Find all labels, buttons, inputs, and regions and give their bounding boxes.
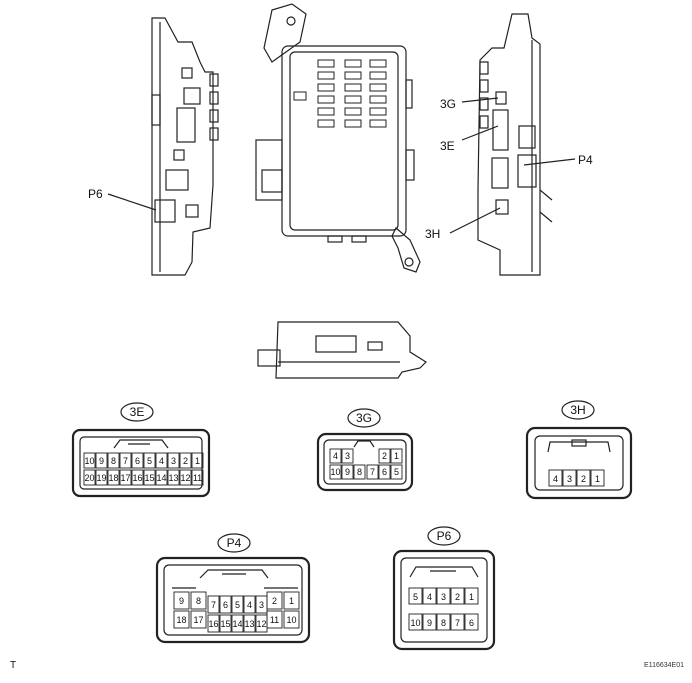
pin-number: 7 bbox=[211, 600, 216, 610]
pin-number: 6 bbox=[135, 456, 140, 466]
connector-p6 bbox=[392, 526, 496, 651]
connector-p4 bbox=[155, 533, 311, 644]
pin-number: 1 bbox=[469, 592, 474, 602]
pin-number: 8 bbox=[196, 596, 201, 606]
connector-3e-tag: 3E bbox=[130, 405, 145, 419]
connector-3e bbox=[71, 402, 211, 498]
pin-number: 9 bbox=[99, 456, 104, 466]
pin-number: 5 bbox=[394, 467, 399, 477]
left-side-view bbox=[107, 17, 219, 276]
pin-number: 8 bbox=[111, 456, 116, 466]
connector-tag-oval bbox=[427, 526, 461, 546]
pin-number: 2 bbox=[382, 451, 387, 461]
pin-number: 2 bbox=[183, 456, 188, 466]
pin-number: 2 bbox=[272, 596, 277, 606]
callout-3h: 3H bbox=[425, 227, 440, 241]
pin-number: 2 bbox=[455, 592, 460, 602]
pin-number: 9 bbox=[179, 596, 184, 606]
pin-number: 5 bbox=[147, 456, 152, 466]
connector-tag-oval bbox=[347, 408, 381, 428]
pin-number: 6 bbox=[223, 600, 228, 610]
front-view bbox=[255, 3, 421, 273]
pin-number: 9 bbox=[345, 467, 350, 477]
pin-number: 5 bbox=[413, 592, 418, 602]
pin-number: 4 bbox=[553, 474, 558, 484]
pin-number: 1 bbox=[195, 456, 200, 466]
pin-number: 10 bbox=[84, 456, 94, 466]
pin-number: 2 bbox=[581, 474, 586, 484]
pin-number: 15 bbox=[144, 473, 154, 483]
pin-number: 17 bbox=[193, 615, 203, 625]
pin-number: 12 bbox=[180, 473, 190, 483]
figure-id: E116634E01 bbox=[644, 662, 684, 669]
pin-number: 3 bbox=[441, 592, 446, 602]
pin-number: 4 bbox=[247, 600, 252, 610]
pin-number: 14 bbox=[232, 619, 242, 629]
callout-p4: P4 bbox=[578, 153, 593, 167]
pin-number: 19 bbox=[96, 473, 106, 483]
right-side-view bbox=[449, 13, 576, 276]
pin-number: 8 bbox=[441, 618, 446, 628]
pin-number: 4 bbox=[333, 451, 338, 461]
pin-number: 13 bbox=[168, 473, 178, 483]
pin-number: 7 bbox=[370, 467, 375, 477]
connector-3h-tag: 3H bbox=[570, 403, 585, 417]
callout-p6: P6 bbox=[88, 187, 103, 201]
pin-number: 17 bbox=[120, 473, 130, 483]
pin-number: 16 bbox=[208, 619, 218, 629]
pin-number: 6 bbox=[382, 467, 387, 477]
connector-tag-oval bbox=[217, 533, 251, 553]
pin-number: 1 bbox=[394, 451, 399, 461]
pin-number: 5 bbox=[235, 600, 240, 610]
pin-number: 18 bbox=[176, 615, 186, 625]
pin-number: 18 bbox=[108, 473, 118, 483]
pin-number: 4 bbox=[159, 456, 164, 466]
pin-number: 20 bbox=[84, 473, 94, 483]
pin-number: 3 bbox=[345, 451, 350, 461]
connector-p4-tag: P4 bbox=[227, 536, 242, 550]
callout-3e: 3E bbox=[440, 139, 455, 153]
pin-number: 10 bbox=[286, 615, 296, 625]
pin-number: 14 bbox=[156, 473, 166, 483]
footer-mark: T bbox=[10, 660, 17, 671]
pin-number: 1 bbox=[289, 596, 294, 606]
pin-number: 12 bbox=[256, 619, 266, 629]
pin-number: 16 bbox=[132, 473, 142, 483]
pin-number: 8 bbox=[357, 467, 362, 477]
connector-tag-oval bbox=[120, 402, 154, 422]
pin-number: 3 bbox=[259, 600, 264, 610]
pin-number: 3 bbox=[171, 456, 176, 466]
bottom-view bbox=[257, 321, 427, 379]
pin-number: 1 bbox=[595, 474, 600, 484]
pin-number: 7 bbox=[123, 456, 128, 466]
callout-3g: 3G bbox=[440, 97, 456, 111]
connector-3g bbox=[316, 408, 414, 492]
pin-number: 3 bbox=[567, 474, 572, 484]
pin-number: 6 bbox=[469, 618, 474, 628]
connector-p6-tag: P6 bbox=[437, 529, 452, 543]
pin-number: 7 bbox=[455, 618, 460, 628]
pin-number: 11 bbox=[193, 473, 202, 483]
pin-number: 15 bbox=[220, 619, 230, 629]
pin-number: 4 bbox=[427, 592, 432, 602]
pin-number: 10 bbox=[410, 618, 420, 628]
connector-3h bbox=[525, 400, 633, 500]
pin-number: 9 bbox=[427, 618, 432, 628]
connector-3g-tag: 3G bbox=[356, 411, 372, 425]
pin-number: 11 bbox=[270, 615, 279, 625]
connector-tag-oval bbox=[561, 400, 595, 420]
pin-number: 13 bbox=[244, 619, 254, 629]
pin-number: 10 bbox=[330, 467, 340, 477]
